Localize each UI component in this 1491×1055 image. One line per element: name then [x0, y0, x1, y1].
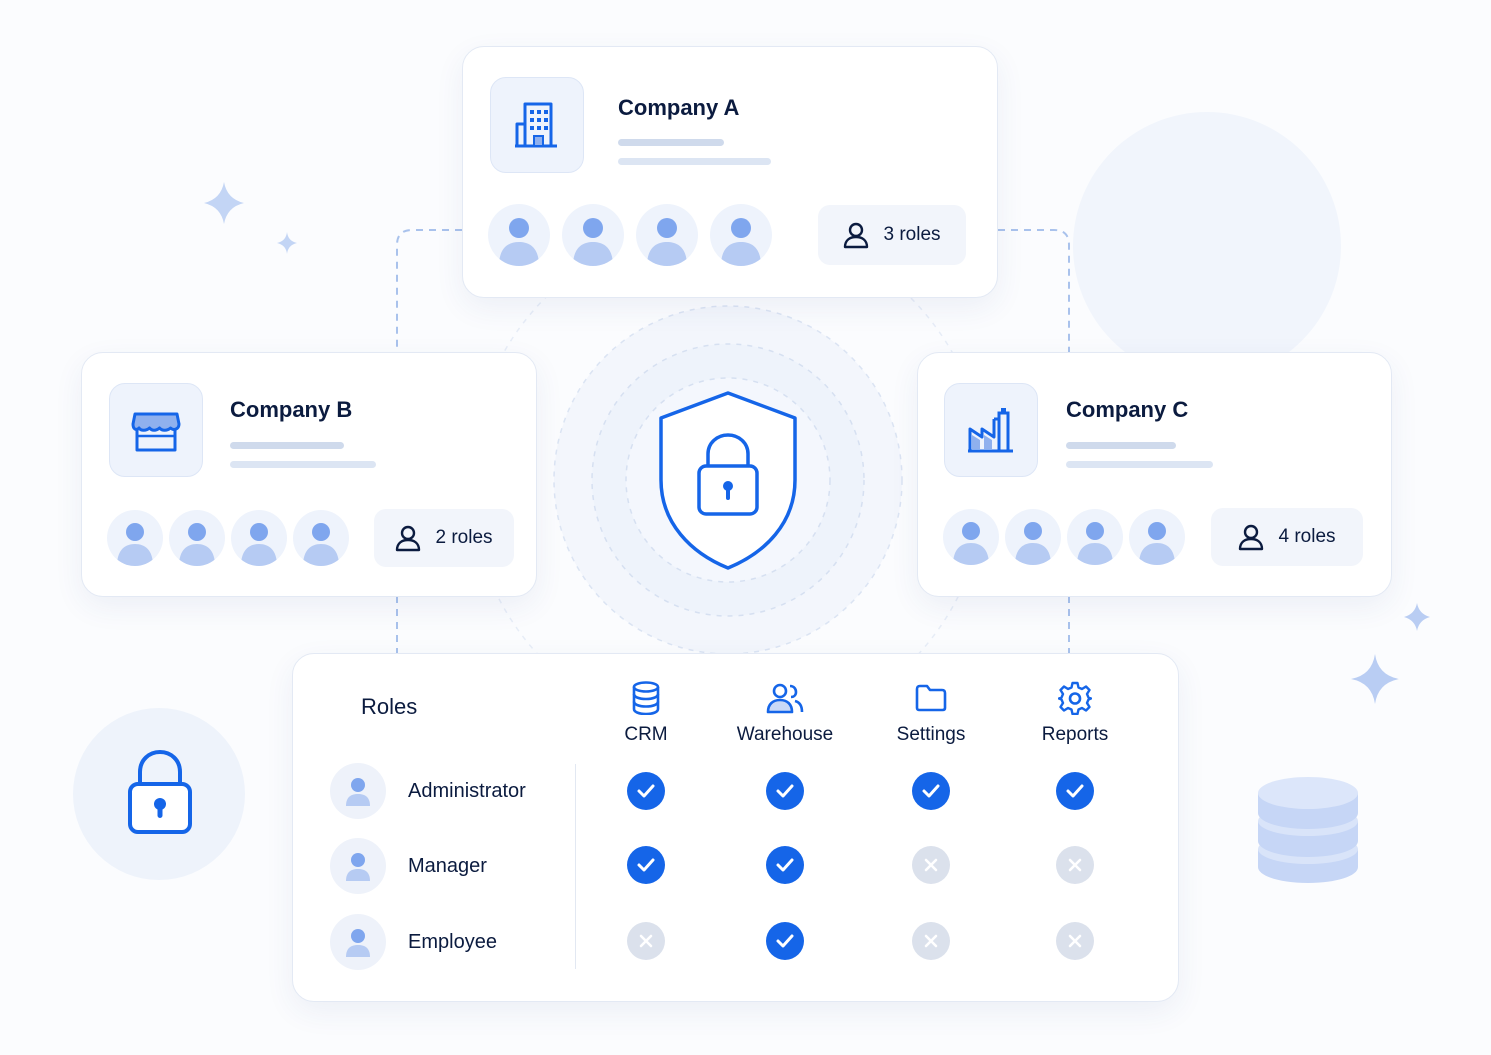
sparkle-icon — [1351, 654, 1399, 704]
sparkle-icon — [277, 232, 297, 254]
roles-count-badge[interactable]: 3 roles — [818, 205, 966, 265]
store-icon — [131, 412, 181, 452]
company-name: Company A — [618, 95, 740, 120]
company-card-c[interactable]: Company C 4 roles — [917, 352, 1392, 597]
database-stack-icon — [1258, 777, 1358, 883]
access-granted-check-icon[interactable] — [766, 846, 804, 884]
avatar — [710, 204, 772, 266]
user-icon — [1239, 524, 1264, 551]
column-settings[interactable]: Settings — [861, 680, 1001, 746]
roles-count-badge[interactable]: 4 roles — [1211, 508, 1363, 566]
company-detail-bar — [1066, 461, 1213, 468]
role-avatar — [330, 838, 386, 894]
factory-icon — [968, 408, 1013, 453]
avatar — [1129, 509, 1185, 565]
access-denied-x-icon[interactable] — [627, 922, 665, 960]
company-icon-tile — [109, 383, 203, 477]
company-icon-tile — [490, 77, 584, 173]
access-granted-check-icon[interactable] — [1056, 772, 1094, 810]
column-crm[interactable]: CRM — [576, 680, 716, 746]
users-icon — [766, 683, 804, 714]
decor-circle-large — [1073, 112, 1341, 380]
role-name: Administrator — [408, 779, 526, 802]
building-icon — [515, 102, 557, 148]
connector-a-c — [998, 229, 1070, 352]
role-row[interactable]: Employee — [330, 914, 497, 970]
role-row[interactable]: Manager — [330, 838, 487, 894]
avatar — [943, 509, 999, 565]
connector-a-b — [396, 229, 462, 352]
avatar — [1005, 509, 1061, 565]
access-granted-check-icon[interactable] — [912, 772, 950, 810]
role-avatar — [330, 763, 386, 819]
sparkle-icon — [1404, 603, 1430, 631]
avatar — [488, 204, 550, 266]
column-warehouse[interactable]: Warehouse — [715, 680, 855, 746]
roles-heading: Roles — [361, 694, 418, 719]
avatar — [636, 204, 698, 266]
access-denied-x-icon[interactable] — [1056, 922, 1094, 960]
person-icon — [346, 778, 370, 806]
shield-lock-icon — [659, 391, 797, 570]
company-name: Company C — [1066, 397, 1189, 422]
access-granted-check-icon[interactable] — [766, 772, 804, 810]
member-avatars — [107, 510, 349, 566]
gear-icon — [1058, 681, 1092, 715]
column-divider — [575, 764, 576, 969]
company-card-a[interactable]: Company A 3 roles — [462, 46, 998, 298]
folder-icon — [915, 684, 947, 712]
company-detail-bar — [618, 139, 724, 146]
avatar — [562, 204, 624, 266]
column-label: CRM — [624, 724, 668, 745]
column-label: Settings — [896, 724, 966, 745]
roles-count-label: 4 roles — [1278, 526, 1336, 547]
company-card-b[interactable]: Company B 2 roles — [81, 352, 537, 597]
company-icon-tile — [944, 383, 1038, 477]
access-granted-check-icon[interactable] — [627, 846, 665, 884]
company-detail-bar — [1066, 442, 1176, 449]
avatar — [231, 510, 287, 566]
company-detail-bar — [230, 442, 344, 449]
company-detail-bar — [230, 461, 376, 468]
column-label: Warehouse — [736, 724, 834, 745]
database-icon — [632, 681, 660, 715]
access-granted-check-icon[interactable] — [766, 922, 804, 960]
sparkle-icon — [204, 182, 244, 224]
user-icon — [396, 525, 421, 552]
access-denied-x-icon[interactable] — [912, 846, 950, 884]
access-denied-x-icon[interactable] — [912, 922, 950, 960]
access-denied-x-icon[interactable] — [1056, 846, 1094, 884]
member-avatars — [488, 204, 772, 266]
avatar — [169, 510, 225, 566]
column-label: Reports — [1041, 724, 1109, 745]
company-detail-bar — [618, 158, 771, 165]
role-avatar — [330, 914, 386, 970]
avatar — [107, 510, 163, 566]
permissions-table: Roles CRM Warehouse Settings Reports Adm… — [292, 653, 1179, 1002]
roles-count-label: 2 roles — [435, 527, 493, 548]
person-icon — [346, 853, 370, 881]
role-row[interactable]: Administrator — [330, 763, 526, 819]
avatar — [293, 510, 349, 566]
person-icon — [346, 929, 370, 957]
role-name: Employee — [408, 930, 497, 953]
access-granted-check-icon[interactable] — [627, 772, 665, 810]
avatar — [1067, 509, 1123, 565]
company-name: Company B — [230, 397, 353, 422]
roles-count-badge[interactable]: 2 roles — [374, 509, 514, 567]
column-reports[interactable]: Reports — [1005, 680, 1145, 746]
role-name: Manager — [408, 854, 487, 877]
padlock-icon — [128, 749, 192, 834]
member-avatars — [943, 509, 1185, 565]
roles-count-label: 3 roles — [883, 224, 941, 245]
user-icon — [844, 222, 869, 249]
